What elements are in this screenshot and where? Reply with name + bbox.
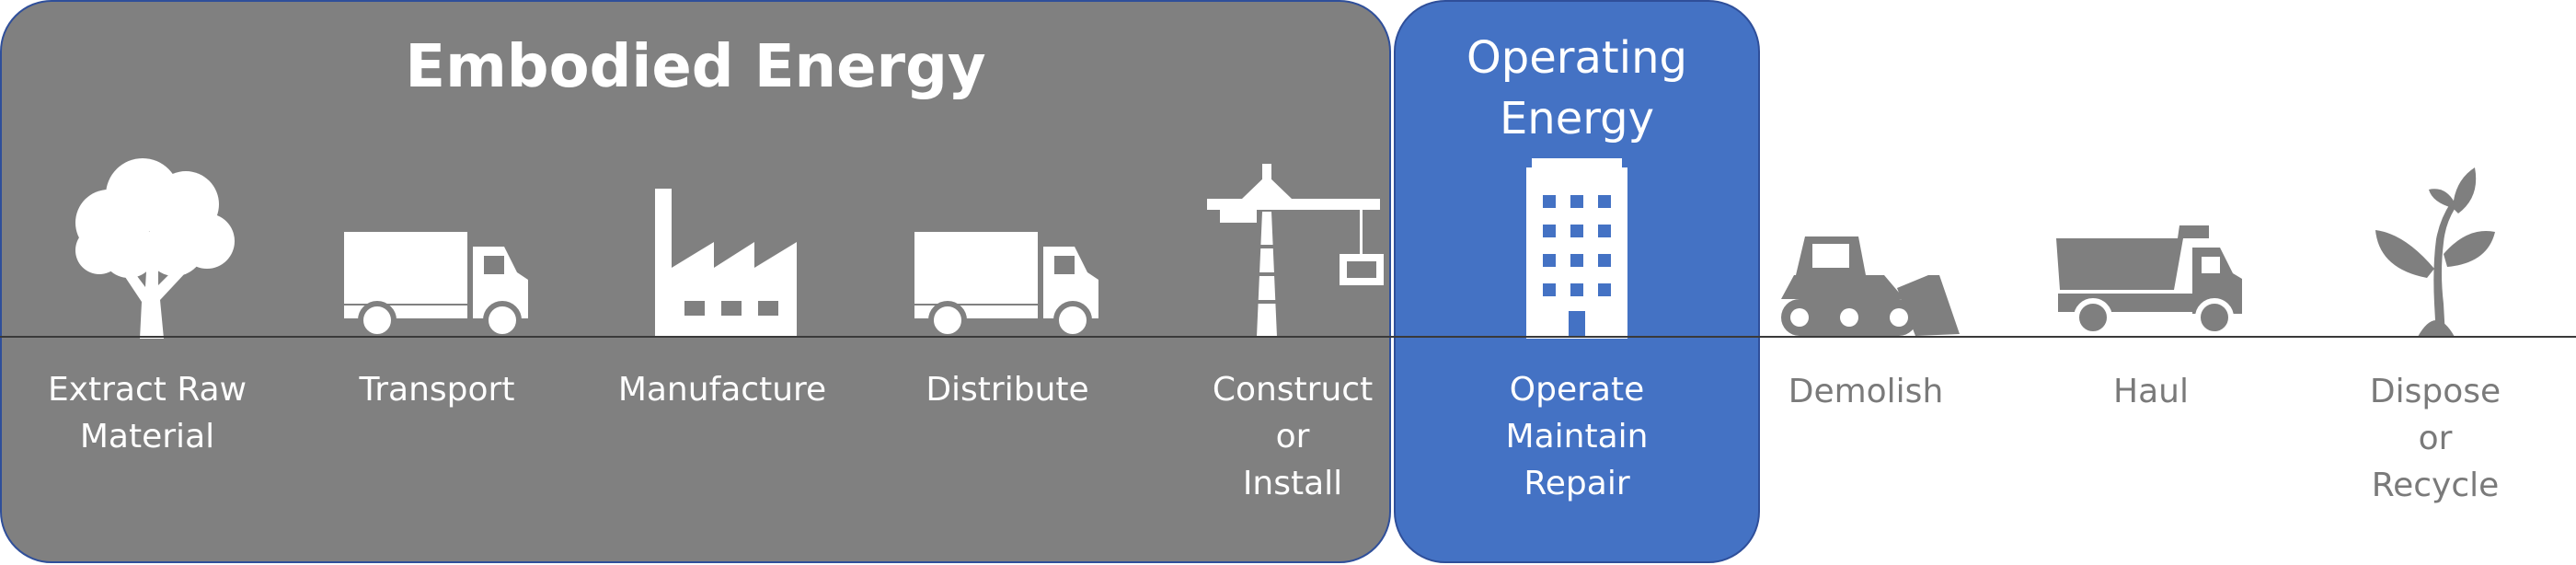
stage-label-haul: Haul xyxy=(2113,373,2189,410)
stage-label-dispose: Dispose or Recycle xyxy=(2369,373,2501,504)
stage-label-operate: Operate Maintain Repair xyxy=(1505,371,1649,502)
operating-title-line: Energy xyxy=(1499,93,1655,144)
stage-label-distribute: Distribute xyxy=(926,371,1089,409)
operating-title-line: Operating xyxy=(1466,32,1687,84)
stage-label-extract: Extract Raw Material xyxy=(47,371,247,455)
bulldozer-icon xyxy=(1781,236,1960,336)
building-icon xyxy=(1526,158,1627,339)
truck-icon xyxy=(344,232,528,339)
stage-label-transport: Transport xyxy=(359,371,515,409)
lifecycle-axis xyxy=(0,336,2576,338)
stage-label-construct: Construct or Install xyxy=(1212,371,1374,502)
factory-icon xyxy=(655,189,797,338)
dump-truck-icon xyxy=(2056,225,2242,337)
crane-icon xyxy=(1207,164,1384,337)
plant-icon xyxy=(2375,167,2495,337)
stage-label-manufacture: Manufacture xyxy=(617,371,827,409)
operating-energy-title: Operating Energy xyxy=(1394,28,1760,149)
tree-icon xyxy=(75,158,235,339)
stage-label-demolish: Demolish xyxy=(1788,373,1944,410)
embodied-energy-title: Embodied Energy xyxy=(405,33,986,101)
truck-icon xyxy=(914,232,1098,339)
